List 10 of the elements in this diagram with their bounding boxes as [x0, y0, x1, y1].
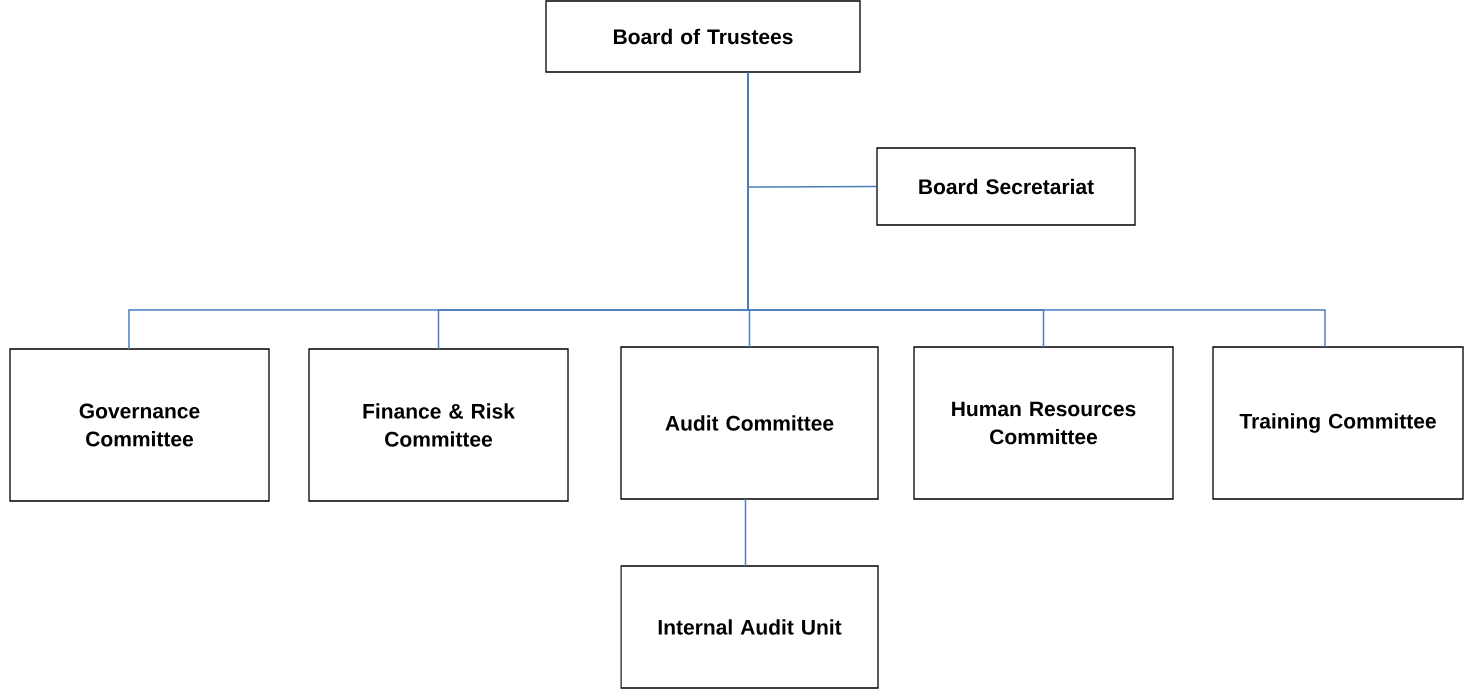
connector-line [744, 498, 747, 567]
org-box: Board of Trustees [545, 0, 861, 73]
committee-box: Internal Audit Unit [620, 565, 879, 689]
committee-box: Training Committee [1212, 346, 1464, 500]
committee-box: Governance Committee [9, 348, 270, 502]
org-box: Board Secretariat [876, 147, 1136, 226]
connector-line [747, 71, 1326, 348]
committee-box: Audit Committee [620, 346, 879, 500]
committee-box: Finance & Risk Committee [308, 348, 569, 502]
committee-box: Human Resources Committee [913, 346, 1174, 500]
